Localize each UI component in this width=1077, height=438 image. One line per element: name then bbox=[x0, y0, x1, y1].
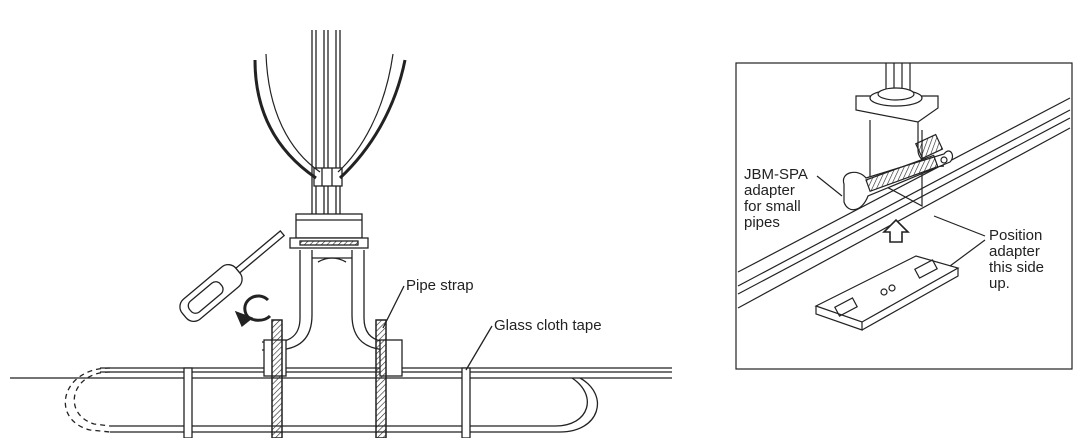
pipe bbox=[100, 367, 672, 373]
wire-left bbox=[253, 59, 317, 180]
label-line: up. bbox=[989, 275, 1010, 292]
left-illustration bbox=[10, 30, 672, 438]
rotation-arrow-icon bbox=[243, 294, 272, 322]
pipe-strap-left bbox=[263, 319, 287, 438]
label-glass-cloth-tape: Glass cloth tape bbox=[494, 317, 602, 334]
label-line: this side bbox=[989, 259, 1045, 276]
label-line: pipes bbox=[744, 214, 780, 231]
inset-pipe bbox=[737, 97, 1071, 273]
wire-right bbox=[338, 59, 407, 180]
label-position-adapter: Position adapter this side up. bbox=[989, 228, 1044, 292]
cable-loop-dashed bbox=[64, 367, 111, 433]
inset-frame bbox=[735, 62, 1073, 370]
right-inset bbox=[735, 62, 1073, 370]
label-line: adapter bbox=[744, 182, 795, 199]
label-pipe-strap: Pipe strap bbox=[406, 277, 474, 294]
up-arrow-icon bbox=[882, 218, 910, 243]
label-line: Position bbox=[989, 227, 1043, 244]
label-jbm-spa-adapter: JBM-SPA adapter for small pipes bbox=[744, 167, 808, 231]
label-line: for small bbox=[744, 198, 801, 215]
glass-tape-2 bbox=[461, 367, 471, 438]
label-line: JBM-SPA bbox=[744, 166, 808, 183]
screwdriver-icon bbox=[179, 230, 286, 323]
label-line: adapter bbox=[989, 243, 1040, 260]
pipe-strap-right bbox=[375, 319, 403, 438]
gland-nut bbox=[295, 213, 363, 239]
glass-tape-1 bbox=[183, 367, 193, 438]
